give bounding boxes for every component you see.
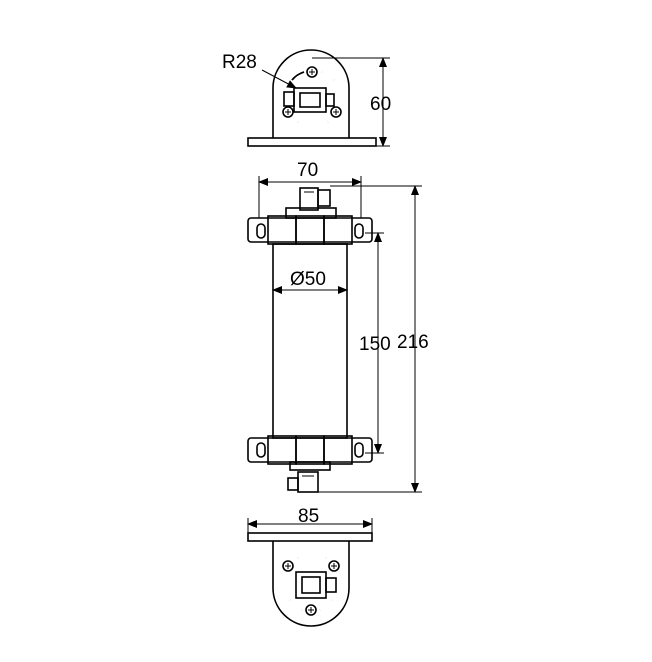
bottom-screws	[282, 560, 340, 616]
bottom-base-plate	[247, 532, 373, 542]
bottom-flange	[247, 435, 373, 471]
top-bracket-view: R28 60	[222, 49, 391, 147]
side-view: 70 Ø50	[247, 160, 429, 493]
top-base-plate	[247, 137, 377, 147]
base-width-label: 85	[298, 506, 319, 527]
overall-length-label: 216	[397, 332, 429, 353]
top-screws	[282, 66, 342, 118]
bottom-bracket-view: 85	[247, 506, 373, 627]
top-flange	[247, 215, 373, 245]
top-outlet-fitting	[285, 187, 337, 219]
top-bracket-body	[272, 49, 350, 138]
top-center-fitting	[283, 87, 335, 113]
radius-label: R28	[222, 52, 257, 73]
diameter-label: Ø50	[290, 269, 326, 290]
bottom-inlet-fitting	[287, 471, 319, 493]
flange-width-label: 70	[297, 160, 318, 181]
bottom-center-fitting	[295, 571, 337, 599]
radius-leader	[261, 69, 297, 89]
mount-spacing-label: 150	[359, 334, 391, 355]
top-slots	[286, 70, 340, 124]
bottom-bracket-body	[272, 541, 350, 627]
height-label: 60	[370, 94, 391, 115]
